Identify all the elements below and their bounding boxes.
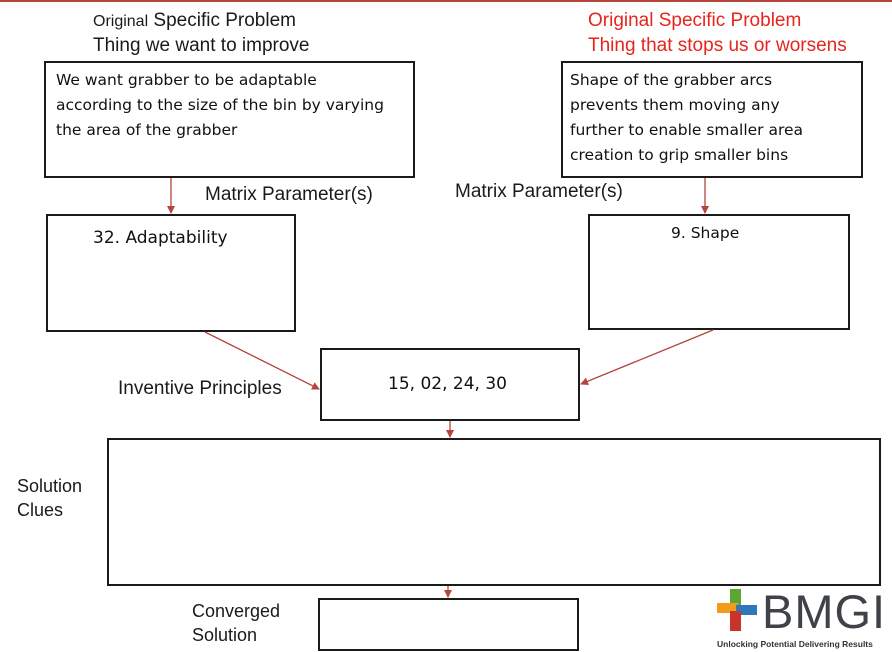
solution-clues-label-line1: Solution — [17, 476, 83, 496]
converged-solution-label-line1: Converged — [192, 601, 281, 621]
solution-clues-box — [107, 438, 881, 586]
worsening-parameter-text: 9. Shape — [671, 224, 740, 242]
top-rule — [0, 0, 892, 2]
inventive-principles-value: 15, 02, 24, 30 — [388, 374, 507, 394]
converged-solution-label-line2: Solution — [192, 625, 258, 645]
improve-header-line2: Thing we want to improve — [93, 35, 310, 56]
arrow-worsening-to-principles — [580, 329, 714, 386]
solution-clues-label-line2: Clues — [17, 500, 64, 520]
improve-text-line3: the area of the grabber — [56, 121, 238, 139]
bmgi-cross-icon — [717, 589, 757, 631]
improve-text-line2: according to the size of the bin by vary… — [56, 96, 384, 114]
improve-problem-box: We want grabber to be adaptable accordin… — [44, 61, 415, 178]
worsen-header-line2: Thing that stops us or worsens — [588, 35, 847, 56]
matrix-parameter-label-right: Matrix Parameter(s) — [455, 181, 623, 202]
improve-header-prefix: Original — [93, 13, 149, 30]
improve-header-rest: Specific Problem — [148, 10, 296, 31]
improving-parameter-box: 32. Adaptability — [46, 214, 296, 332]
worsen-text-line4: creation to grip smaller bins — [570, 146, 789, 164]
matrix-parameter-label-left: Matrix Parameter(s) — [205, 184, 373, 205]
worsen-text-line1: Shape of the grabber arcs — [570, 71, 773, 89]
worsening-parameter-box: 9. Shape — [588, 214, 850, 330]
bmgi-tagline: Unlocking Potential Delivering Results — [717, 639, 873, 649]
improve-text-line1: We want grabber to be adaptable — [56, 71, 317, 89]
worsen-header-line1: Original Specific Problem — [588, 10, 802, 31]
inventive-principles-label: Inventive Principles — [118, 378, 282, 399]
converged-solution-box — [318, 598, 579, 651]
worsen-problem-box: Shape of the grabber arcs prevents them … — [561, 61, 863, 178]
improving-parameter-text: 32. Adaptability — [93, 228, 228, 248]
bmgi-wordmark: BMGI — [762, 585, 887, 638]
improve-header-line1: Original Specific Problem — [93, 9, 296, 34]
worsen-text-line2: prevents them moving any — [570, 96, 780, 114]
inventive-principles-box: 15, 02, 24, 30 — [320, 348, 580, 421]
worsen-text-line3: further to enable smaller area — [570, 121, 804, 139]
bmgi-logo: BMGI Unlocking Potential Delivering Resu… — [717, 585, 892, 652]
